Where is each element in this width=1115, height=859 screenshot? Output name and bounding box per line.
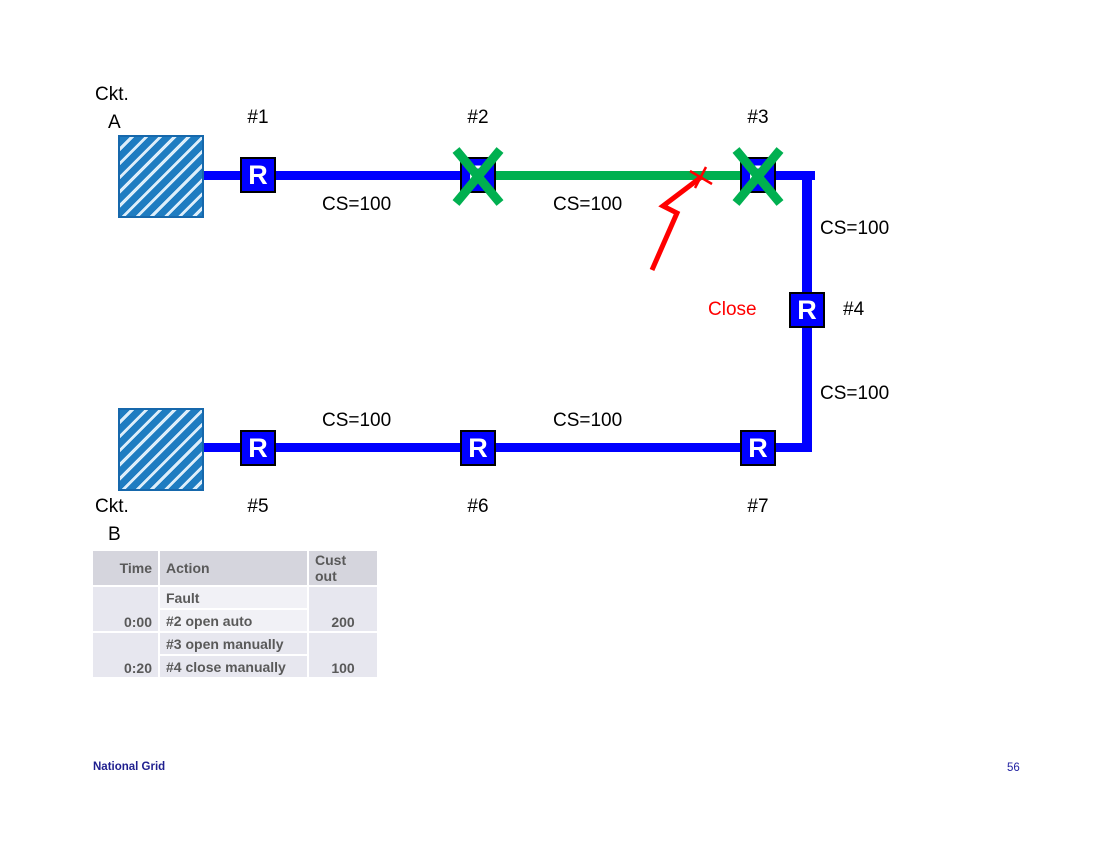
recloser-1-letter: R xyxy=(248,159,268,190)
recloser-1: R xyxy=(240,157,276,193)
circuit-b-source-box xyxy=(118,408,204,491)
device-5-number: #5 xyxy=(247,496,269,517)
cs-label-seg-6-7: CS=100 xyxy=(553,410,623,431)
col-header-time: Time xyxy=(93,551,158,585)
page-number: 56 xyxy=(1007,762,1020,774)
device-1-number: #1 xyxy=(247,107,269,128)
feeder-line-faulted-green xyxy=(478,171,758,180)
recloser-2-letter: R xyxy=(468,159,488,190)
table-row: #2 open auto xyxy=(93,610,377,631)
device-7-number: #7 xyxy=(747,496,769,517)
recloser-3-letter: R xyxy=(748,159,768,190)
col-header-action: Action xyxy=(160,551,307,585)
table-row: 0:20 #3 open manually 100 xyxy=(93,633,377,677)
time-cell-group1: 0:00 xyxy=(93,587,158,631)
action-cell-4-close: #4 close manually xyxy=(160,656,307,677)
cs-label-seg-2-3: CS=100 xyxy=(553,194,623,215)
recloser-3: R xyxy=(740,157,776,193)
circuit-a-source-box xyxy=(118,135,204,218)
footer-brand: National Grid xyxy=(93,761,166,773)
device-6-number: #6 xyxy=(467,496,489,517)
recloser-7-letter: R xyxy=(748,432,768,463)
event-table: Time Action Cust out 0:00 Fault 200 #2 o… xyxy=(91,549,379,679)
recloser-2: R xyxy=(460,157,496,193)
recloser-5-letter: R xyxy=(248,432,268,463)
circuit-b-label: Ckt. xyxy=(95,496,129,517)
cs-label-seg-4-7: CS=100 xyxy=(820,383,890,404)
feeder-line-b-blue xyxy=(204,443,812,452)
cs-label-seg-3-4: CS=100 xyxy=(820,218,890,239)
col-header-custout: Cust out xyxy=(309,551,377,585)
feeder-line-top-right xyxy=(758,171,815,180)
feeder-line-a-blue xyxy=(204,171,478,180)
circuit-b-letter: B xyxy=(108,524,121,545)
table-row: 0:00 Fault 200 xyxy=(93,587,377,631)
custout-cell-group1: 200 xyxy=(309,587,377,631)
device-2-number: #2 xyxy=(467,107,489,128)
cs-label-seg-1-2: CS=100 xyxy=(322,194,392,215)
recloser-7: R xyxy=(740,430,776,466)
recloser-6: R xyxy=(460,430,496,466)
recloser-4: R xyxy=(789,292,825,328)
recloser-5: R xyxy=(240,430,276,466)
time-cell-group2: 0:20 xyxy=(93,633,158,677)
action-cell-2-open: #2 open auto xyxy=(160,610,307,631)
device-3-number: #3 xyxy=(747,107,769,128)
custout-cell-group2: 100 xyxy=(309,633,377,677)
action-cell-fault: Fault xyxy=(160,587,307,608)
circuit-a-label: Ckt. xyxy=(95,84,129,105)
cs-label-seg-5-6: CS=100 xyxy=(322,410,392,431)
recloser-4-letter: R xyxy=(797,294,817,325)
event-table-header-row: Time Action Cust out xyxy=(93,551,377,585)
circuit-a-letter: A xyxy=(108,112,121,133)
table-row: #4 close manually xyxy=(93,656,377,677)
recloser-6-letter: R xyxy=(468,432,488,463)
device-4-number: #4 xyxy=(843,299,865,320)
action-cell-3-open: #3 open manually xyxy=(160,633,307,654)
close-annotation: Close xyxy=(708,299,757,320)
fault-lightning-icon xyxy=(649,166,713,272)
